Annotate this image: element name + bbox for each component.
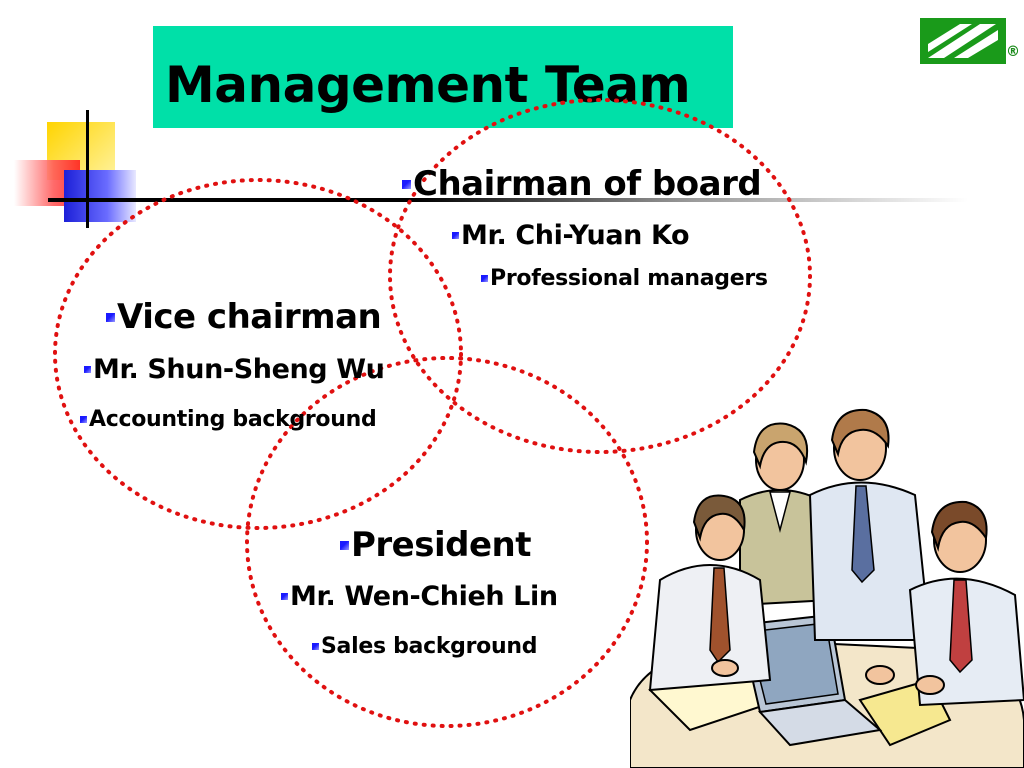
- vice-chairman-name-item: Mr. Shun-Sheng Wu: [84, 354, 385, 385]
- decorative-blue-square: [64, 170, 136, 222]
- slide-title: Management Team: [165, 56, 691, 114]
- vice-chairman-role: Vice chairman: [117, 297, 382, 337]
- chairman-name-item: Mr. Chi-Yuan Ko: [452, 220, 690, 251]
- bullet-icon: [106, 312, 115, 322]
- president-name: Mr. Wen-Chieh Lin: [290, 581, 558, 612]
- bullet-icon: [80, 416, 87, 423]
- president-background: Sales background: [321, 634, 538, 659]
- president-background-item: Sales background: [312, 634, 537, 659]
- bullet-icon: [84, 366, 91, 373]
- president-role-item: President: [340, 525, 532, 565]
- bullet-icon: [402, 179, 411, 189]
- decorative-vertical-line: [86, 110, 89, 228]
- president-name-item: Mr. Wen-Chieh Lin: [281, 581, 558, 612]
- chairman-background: Professional managers: [490, 266, 768, 291]
- company-logo-icon: [920, 18, 1006, 64]
- vice-chairman-role-item: Vice chairman: [106, 297, 382, 337]
- bullet-icon: [281, 593, 288, 600]
- vice-chairman-name: Mr. Shun-Sheng Wu: [93, 354, 385, 385]
- chairman-background-item: Professional managers: [481, 266, 768, 291]
- chairman-role: Chairman of board: [413, 164, 762, 204]
- president-role: President: [351, 525, 532, 565]
- bullet-icon: [481, 275, 488, 282]
- business-meeting-clipart-icon: [630, 408, 1024, 768]
- chairman-name: Mr. Chi-Yuan Ko: [461, 220, 690, 251]
- registered-mark: ®: [1006, 44, 1020, 60]
- vice-chairman-background-item: Accounting background: [80, 407, 377, 432]
- vice-chairman-background: Accounting background: [89, 407, 377, 432]
- chairman-role-item: Chairman of board: [402, 164, 762, 204]
- bullet-icon: [340, 540, 349, 550]
- bullet-icon: [452, 232, 459, 239]
- bullet-icon: [312, 643, 319, 650]
